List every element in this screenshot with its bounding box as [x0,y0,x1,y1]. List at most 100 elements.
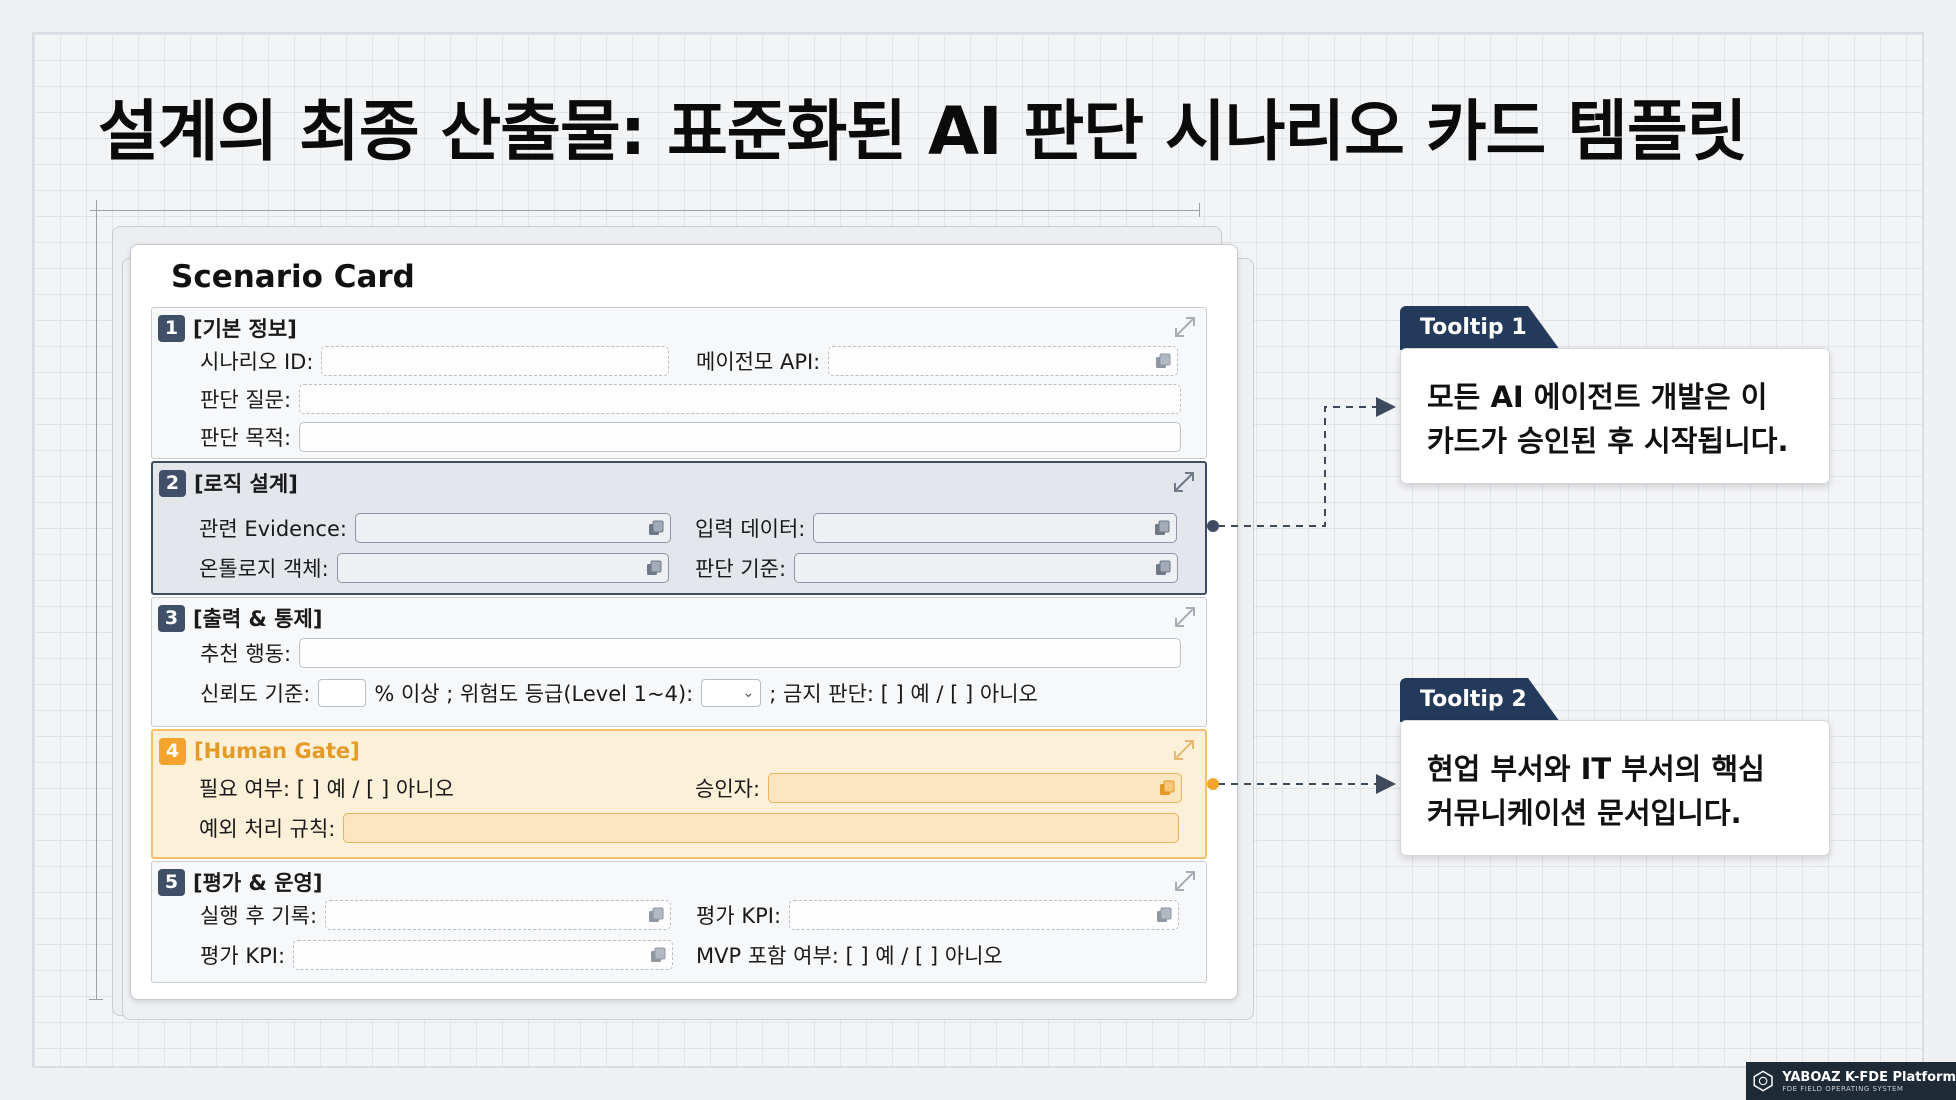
row-post-record: 실행 후 기록: [200,900,672,930]
copy-icon[interactable] [646,560,662,576]
tooltip-line: 카드가 승인된 후 시작됩니다. [1427,424,1789,458]
approver-input[interactable] [768,773,1183,803]
connector-dot-section-4 [1207,778,1219,790]
copy-icon[interactable] [650,947,666,963]
tooltip-body: 현업 부서와 IT 부서의 핵심 커뮤니케이션 문서입니다. [1400,720,1830,856]
field-label: 신뢰도 기준: [200,682,311,706]
field-label: 실행 후 기록: [200,904,318,928]
kpi-input-secondary[interactable] [293,940,674,970]
field-label: 승인자: [695,777,761,801]
copy-icon[interactable] [1155,353,1171,369]
input-data-input[interactable] [813,513,1178,543]
copy-icon[interactable] [1156,907,1172,923]
tooltip-tab: Tooltip 1 [1400,306,1560,350]
ontology-input[interactable] [336,553,669,583]
mvp-label[interactable]: MVP 포함 여부: [ ] 예 / [ ] 아니오 [696,944,1003,968]
row-exception: 예외 처리 규칙: [199,813,1180,843]
brand-text: YABOAZ K-FDE Platform FDE FIELD OPERATIN… [1782,1070,1956,1093]
expand-icon[interactable] [1172,868,1198,894]
section-header: 5 [평가 & 운영] [158,868,322,896]
field-label: 메이전모 API: [696,350,821,374]
field-label: 예외 처리 규칙: [199,817,336,841]
tooltip-line: 모든 AI 에이전트 개발은 이 [1427,380,1768,414]
brand-subtitle: FDE FIELD OPERATING SYSTEM [1782,1084,1904,1093]
row-purpose: 판단 목적: [200,422,1182,452]
field-label: 평가 KPI: [200,944,286,968]
section-header: 4 [Human Gate] [159,737,360,765]
row-action: 추천 행동: [200,638,1182,668]
expand-icon[interactable] [1172,314,1198,340]
copy-icon[interactable] [648,520,664,536]
expand-icon[interactable] [1172,604,1198,630]
copy-icon[interactable] [648,907,664,923]
risk-level-select[interactable]: ⌄ [701,679,762,707]
section-number: 5 [158,868,185,896]
field-label: 평가 KPI: [696,904,782,928]
prohibited-judgment-label[interactable]: ; 금지 판단: [ ] 예 / [ ] 아니오 [769,682,1038,706]
recommended-action-input[interactable] [299,638,1182,668]
brand-name: YABOAZ K-FDE Platform [1782,1069,1956,1085]
connector-dot-section-2 [1207,520,1219,532]
section-title: [Human Gate] [194,739,360,763]
confidence-input[interactable] [318,679,367,707]
risk-level-label: % 이상 ; 위험도 등급(Level 1~4): [374,682,694,706]
field-label: 판단 기준: [695,557,787,581]
row-kpi-b: 평가 KPI: [200,940,674,970]
row-kpi-a: 평가 KPI: [696,900,1180,930]
section-number: 3 [158,604,185,632]
chevron-down-icon: ⌄ [742,685,755,701]
guide-line-vertical [89,200,103,1000]
row-scenario-id: 시나리오 ID: [200,346,670,376]
metadata-api-input[interactable] [828,346,1179,376]
section-basic-info: 1 [기본 정보] 시나리오 ID: 메이전모 API: 판단 질문: 판단 목… [151,307,1207,459]
copy-icon[interactable] [1159,780,1175,796]
field-label: 관련 Evidence: [199,517,347,541]
copy-icon[interactable] [1155,560,1171,576]
field-label: 온톨로지 객체: [199,557,329,581]
scenario-id-input[interactable] [321,346,670,376]
field-label: 판단 목적: [200,426,292,450]
row-confidence: 신뢰도 기준: % 이상 ; 위험도 등급(Level 1~4): ⌄ ; 금지… [200,678,1046,708]
question-input[interactable] [299,384,1182,414]
section-header: 2 [로직 설계] [159,469,298,497]
purpose-input[interactable] [299,422,1182,452]
guide-line-horizontal [90,203,1200,217]
section-number: 4 [159,737,186,765]
field-label: 시나리오 ID: [200,350,314,374]
row-mvp: MVP 포함 여부: [ ] 예 / [ ] 아니오 [696,940,1011,970]
tooltip-line: 현업 부서와 IT 부서의 핵심 [1427,752,1765,786]
section-number: 1 [158,314,185,342]
exception-rule-input[interactable] [343,813,1180,843]
card-title: Scenario Card [171,259,415,295]
section-title: [기본 정보] [193,317,297,341]
field-label: 판단 질문: [200,388,292,412]
section-output-control: 3 [출력 & 통제] 추천 행동: 신뢰도 기준: % 이상 ; 위험도 등급… [151,597,1207,727]
connector-tooltip-1 [1218,397,1396,527]
scenario-card: Scenario Card 1 [기본 정보] 시나리오 ID: 메이전모 AP… [130,244,1238,1000]
platform-logo-icon [1753,1070,1773,1092]
section-evaluation-ops: 5 [평가 & 운영] 실행 후 기록: 평가 KPI: 평가 KPI: MVP… [151,861,1207,983]
kpi-input[interactable] [789,900,1180,930]
brand-badge: YABOAZ K-FDE Platform FDE FIELD OPERATIN… [1746,1062,1956,1100]
criteria-input[interactable] [794,553,1179,583]
tooltip-line: 커뮤니케이션 문서입니다. [1427,796,1742,830]
evidence-input[interactable] [354,513,671,543]
expand-icon[interactable] [1171,737,1197,763]
row-evidence: 관련 Evidence: [199,513,671,543]
section-title: [출력 & 통제] [193,607,323,631]
row-criteria: 판단 기준: [695,553,1179,583]
section-logic-design: 2 [로직 설계] 관련 Evidence: 입력 데이터: 온톨로지 객체: … [151,461,1207,595]
tooltip-body: 모든 AI 에이전트 개발은 이 카드가 승인된 후 시작됩니다. [1400,348,1830,484]
section-header: 1 [기본 정보] [158,314,297,342]
row-input-data: 입력 데이터: [695,513,1178,543]
section-number: 2 [159,469,186,497]
section-human-gate: 4 [Human Gate] 필요 여부: [ ] 예 / [ ] 아니오 승인… [151,729,1207,859]
field-label: 입력 데이터: [695,517,806,541]
row-question: 판단 질문: [200,384,1182,414]
copy-icon[interactable] [1154,520,1170,536]
expand-icon[interactable] [1171,469,1197,495]
row-metadata-api: 메이전모 API: [696,346,1179,376]
required-label[interactable]: 필요 여부: [ ] 예 / [ ] 아니오 [199,777,454,801]
post-record-input[interactable] [325,900,672,930]
